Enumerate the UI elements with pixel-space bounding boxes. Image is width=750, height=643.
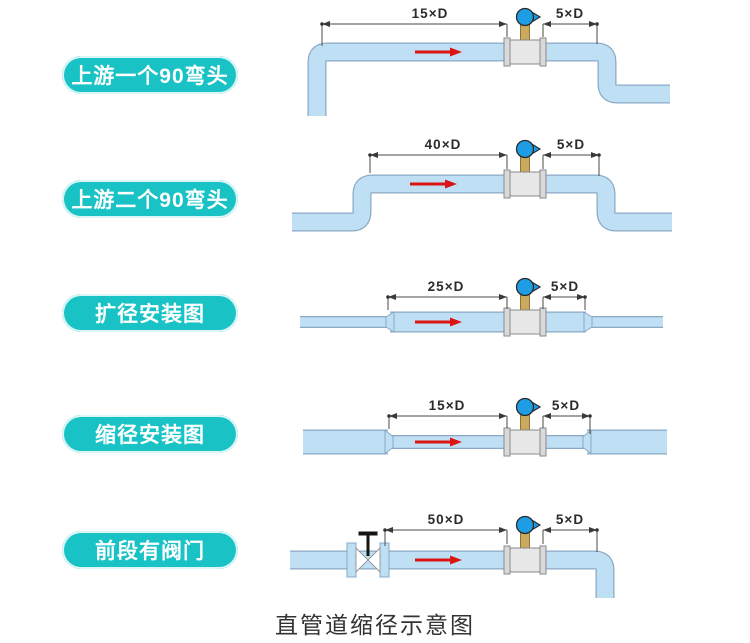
- flow-direction-arrow: [415, 437, 462, 447]
- dimension-label: 5×D: [552, 398, 580, 413]
- flowmeter-icon: [503, 277, 547, 337]
- flow-direction-arrow: [415, 47, 462, 57]
- dimension-label: 15×D: [412, 6, 449, 21]
- expansion-taper: [385, 311, 395, 333]
- diagram-pipe-expansion: 25×D 5×D: [300, 277, 663, 337]
- reduction-taper: [583, 311, 593, 333]
- dimension-label: 40×D: [425, 137, 462, 152]
- expansion-taper: [582, 429, 592, 455]
- valve-icon: [346, 531, 390, 578]
- label-one-elbow-upstream: 上游一个90弯头: [62, 56, 238, 94]
- label-two-elbows-upstream: 上游二个90弯头: [62, 180, 238, 218]
- dimension-upstream: 40×D: [368, 137, 508, 173]
- flow-direction-arrow: [415, 555, 462, 565]
- diagram-pipe-reduction: 15×D 5×D: [303, 397, 667, 457]
- dimension-label: 5×D: [556, 6, 584, 21]
- flowmeter-icon: [503, 515, 547, 575]
- diagram-caption: 直管道缩径示意图: [275, 612, 475, 638]
- flowmeter-icon: [503, 397, 547, 457]
- dimension-label: 15×D: [429, 398, 466, 413]
- dimension-upstream: 50×D: [383, 512, 508, 546]
- diagram-two-elbows-upstream: 40×D 5×D: [292, 137, 672, 232]
- dimension-upstream: 15×D: [320, 6, 508, 46]
- flow-direction-arrow: [415, 317, 462, 327]
- label-pipe-reduction: 缩径安装图: [62, 415, 238, 453]
- diagram-one-elbow-upstream: 15×D 5×D: [307, 6, 670, 116]
- dimension-label: 5×D: [557, 137, 585, 152]
- dimension-downstream: 5×D: [542, 137, 601, 176]
- pipe: [307, 42, 670, 116]
- diagram-valve-upstream: 50×D 5×D: [290, 512, 615, 598]
- flowmeter-icon: [503, 7, 547, 67]
- flowmeter-icon: [503, 139, 547, 199]
- dimension-downstream: 5×D: [542, 398, 592, 434]
- dimension-label: 5×D: [556, 512, 584, 527]
- dimension-label: 50×D: [428, 512, 465, 527]
- dimension-label: 25×D: [428, 279, 465, 294]
- label-pipe-expansion: 扩径安装图: [62, 294, 238, 332]
- dimension-upstream: 25×D: [386, 279, 508, 310]
- reduction-taper: [384, 429, 394, 455]
- dimension-downstream: 5×D: [542, 279, 587, 310]
- dimension-downstream: 5×D: [542, 512, 599, 552]
- dimension-upstream: 15×D: [387, 398, 508, 429]
- dimension-label: 5×D: [551, 279, 579, 294]
- dimension-downstream: 5×D: [542, 6, 599, 44]
- label-valve-upstream: 前段有阀门: [62, 531, 238, 569]
- flow-direction-arrow: [410, 179, 457, 189]
